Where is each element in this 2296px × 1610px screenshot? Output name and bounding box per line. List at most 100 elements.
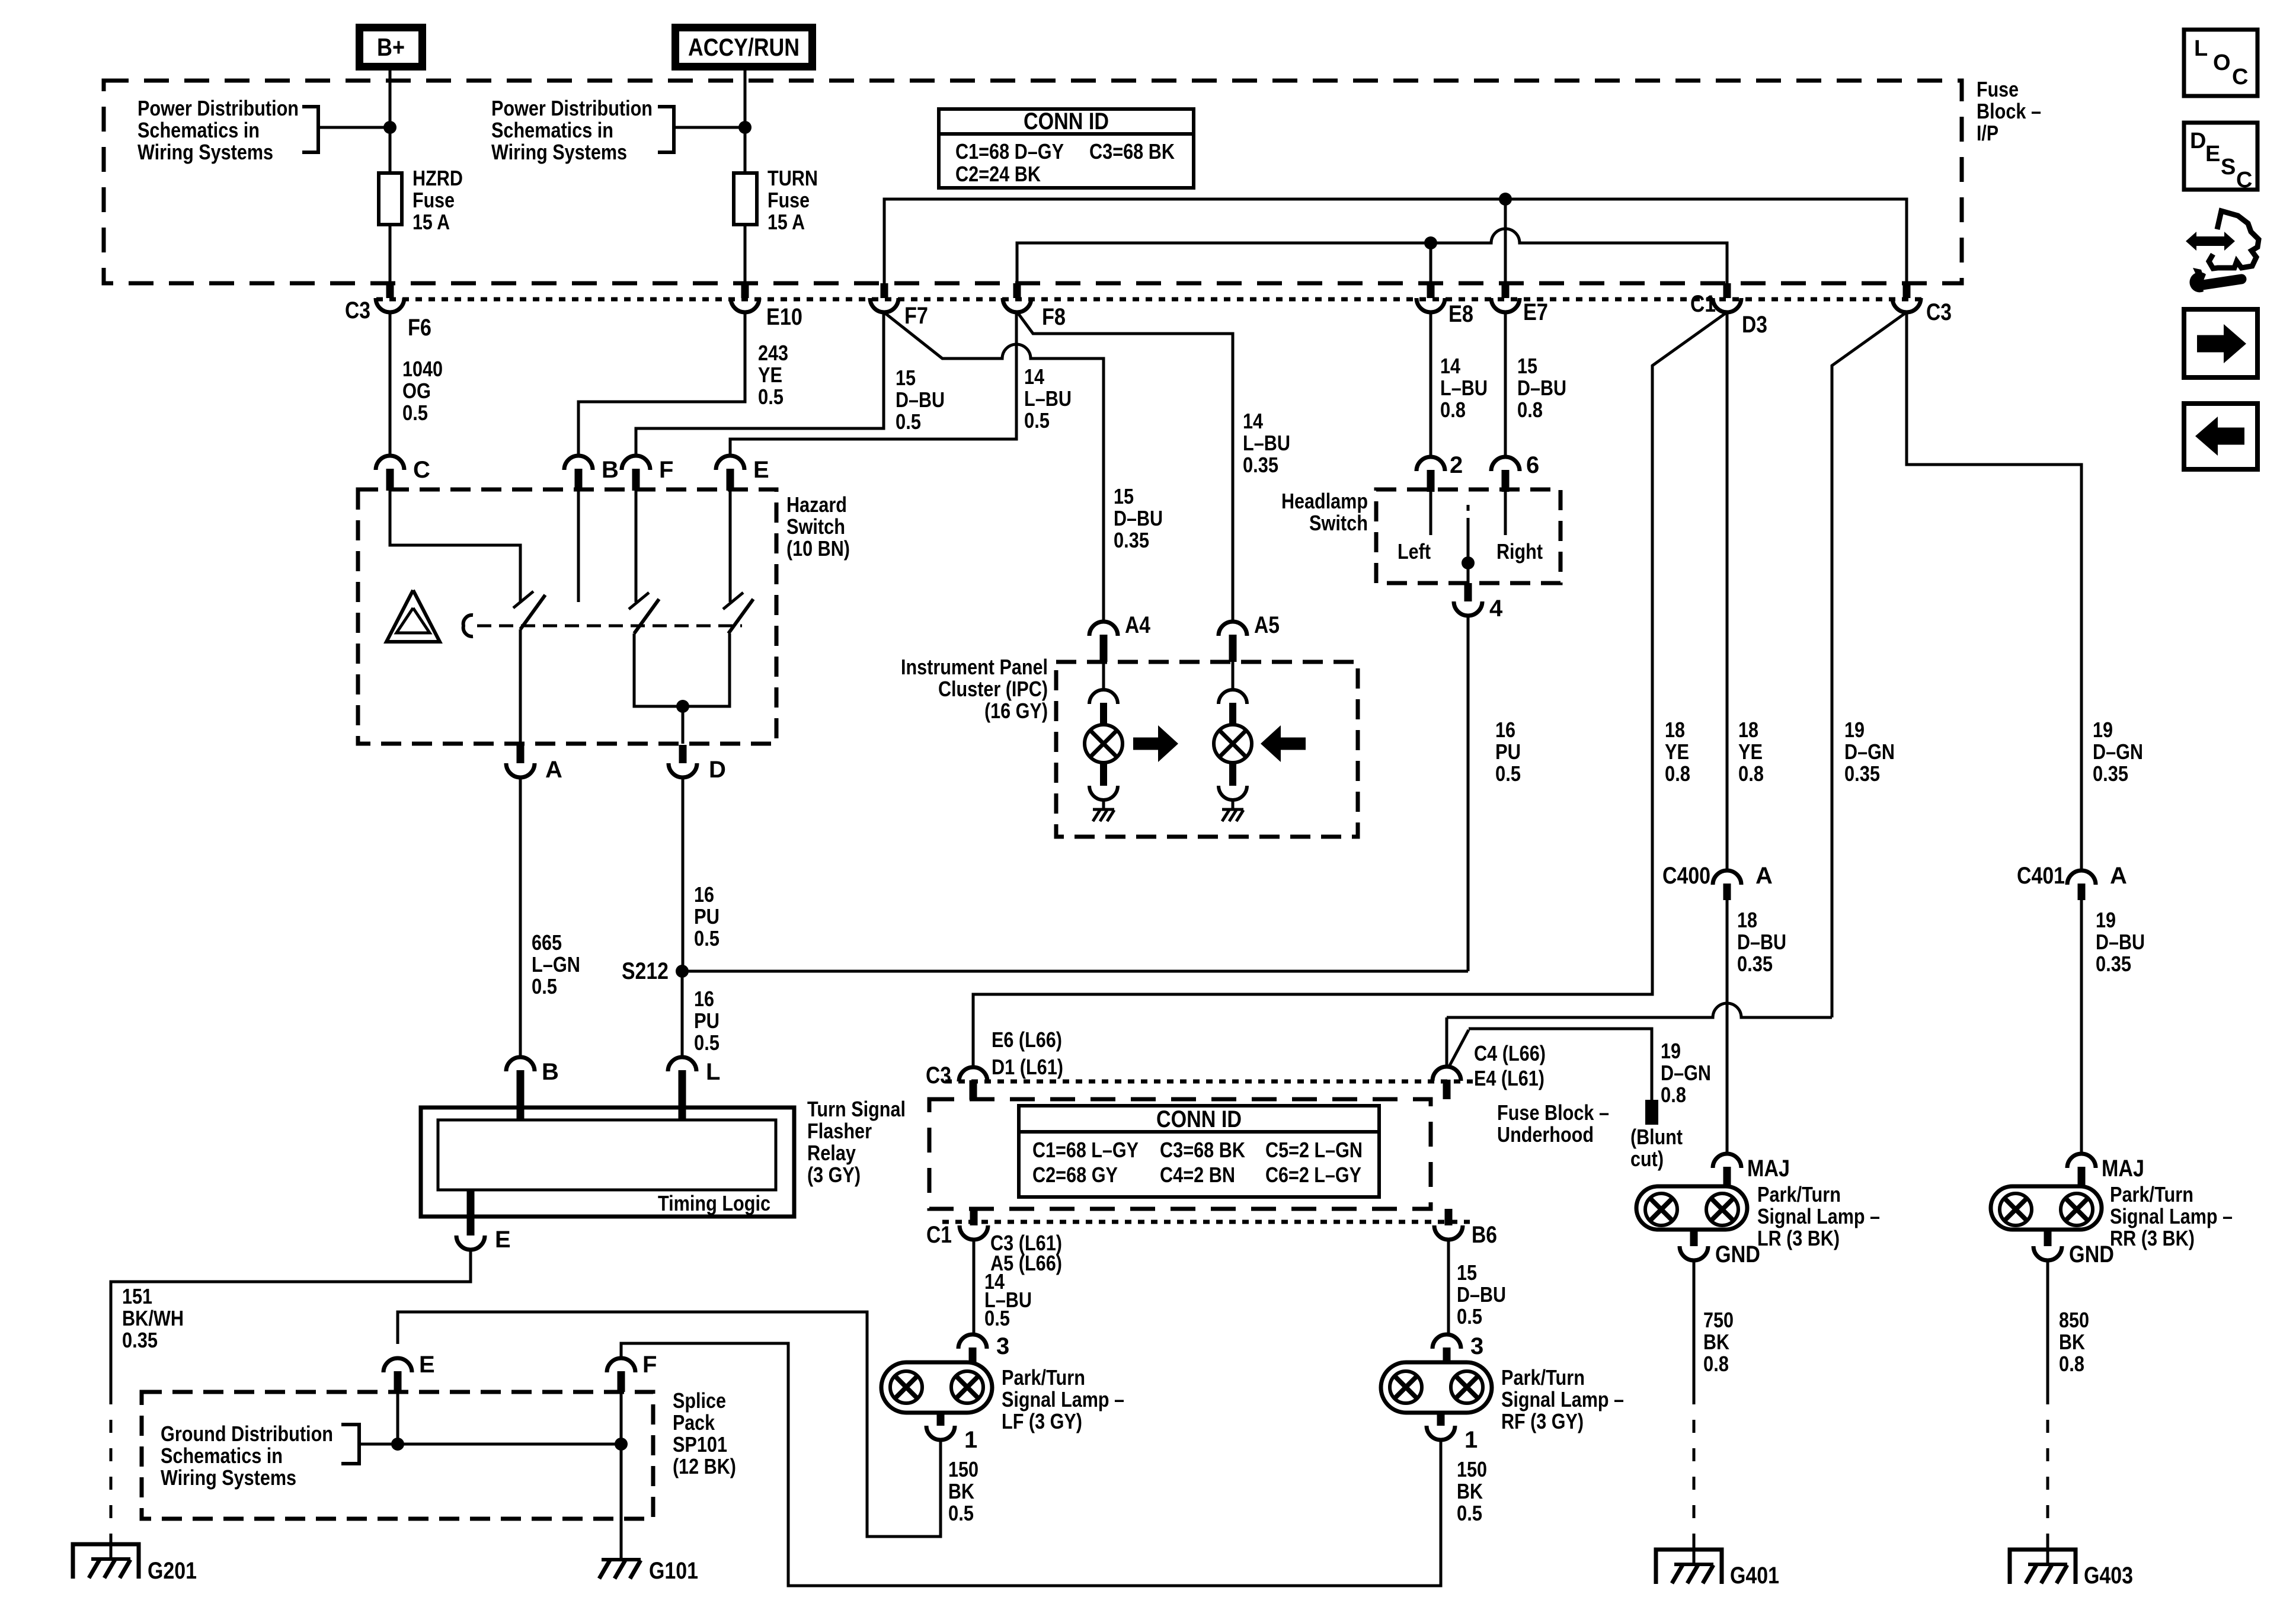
svg-text:2: 2	[1450, 452, 1463, 478]
svg-text:C3: C3	[345, 297, 370, 324]
svg-text:C1: C1	[1690, 291, 1716, 317]
svg-text:G403: G403	[2084, 1563, 2133, 1589]
svg-text:C3=68 BK: C3=68 BK	[1089, 139, 1175, 164]
svg-text:0.8: 0.8	[1661, 1083, 1686, 1107]
svg-text:CONN ID: CONN ID	[1024, 108, 1109, 135]
svg-text:4: 4	[1489, 596, 1503, 622]
svg-text:C1=68 L–GY: C1=68 L–GY	[1032, 1138, 1139, 1162]
svg-text:B: B	[542, 1059, 559, 1085]
svg-text:D: D	[2190, 129, 2206, 153]
svg-text:C: C	[2232, 65, 2248, 89]
svg-text:D: D	[709, 757, 726, 783]
svg-text:D–GN: D–GN	[2093, 740, 2143, 764]
svg-text:0.5: 0.5	[758, 385, 784, 409]
svg-text:C6=2 L–GY: C6=2 L–GY	[1265, 1163, 1361, 1187]
svg-text:Underhood: Underhood	[1497, 1122, 1594, 1147]
svg-text:Signal Lamp –: Signal Lamp –	[2110, 1204, 2233, 1228]
svg-text:Left: Left	[1398, 539, 1431, 564]
svg-text:A5 (L66): A5 (L66)	[990, 1251, 1062, 1275]
svg-text:ACCY/RUN: ACCY/RUN	[688, 33, 800, 61]
svg-text:(10 BN): (10 BN)	[786, 536, 850, 561]
svg-text:L–GN: L–GN	[532, 952, 580, 977]
svg-text:C401: C401	[2017, 863, 2065, 889]
svg-text:Power Distribution: Power Distribution	[137, 96, 299, 120]
svg-text:C: C	[2236, 168, 2252, 193]
svg-text:14: 14	[984, 1269, 1005, 1294]
svg-text:E10: E10	[766, 304, 802, 330]
svg-text:S212: S212	[622, 958, 669, 984]
svg-text:1: 1	[964, 1427, 977, 1453]
svg-text:D1 (L61): D1 (L61)	[992, 1055, 1063, 1079]
svg-text:PU: PU	[1495, 740, 1521, 764]
svg-text:14: 14	[1243, 409, 1263, 433]
svg-text:C3=68 BK: C3=68 BK	[1160, 1138, 1245, 1162]
svg-text:19: 19	[1844, 718, 1865, 742]
svg-text:GND: GND	[1715, 1241, 1760, 1267]
svg-text:MAJ: MAJ	[2102, 1156, 2144, 1182]
svg-text:A: A	[545, 757, 562, 783]
svg-text:L–BU: L–BU	[984, 1288, 1032, 1312]
svg-text:L: L	[706, 1059, 720, 1085]
svg-text:Block –: Block –	[1977, 99, 2041, 123]
svg-text:Power Distribution: Power Distribution	[491, 96, 653, 120]
svg-text:15 A: 15 A	[412, 210, 450, 234]
svg-text:HZRD: HZRD	[412, 166, 463, 190]
svg-text:Fuse: Fuse	[768, 188, 810, 212]
svg-text:YE: YE	[1738, 740, 1763, 764]
svg-text:C4 (L66): C4 (L66)	[1474, 1041, 1546, 1065]
svg-text:15 A: 15 A	[768, 210, 805, 234]
svg-text:151: 151	[122, 1284, 152, 1308]
svg-text:D–BU: D–BU	[1737, 930, 1786, 954]
svg-text:C400: C400	[1662, 863, 1710, 889]
svg-text:15: 15	[1114, 484, 1134, 508]
svg-text:E: E	[419, 1352, 435, 1378]
svg-text:C3 (L61): C3 (L61)	[990, 1231, 1062, 1255]
svg-text:G101: G101	[649, 1558, 698, 1584]
svg-text:850: 850	[2059, 1308, 2089, 1332]
svg-text:A: A	[2110, 863, 2127, 889]
svg-text:0.5: 0.5	[694, 926, 720, 950]
svg-text:D–GN: D–GN	[1844, 740, 1895, 764]
svg-text:A4: A4	[1125, 612, 1151, 638]
svg-text:LR (3 BK): LR (3 BK)	[1757, 1226, 1840, 1250]
svg-text:15: 15	[1457, 1260, 1477, 1285]
svg-text:A: A	[1755, 863, 1773, 889]
svg-text:D–BU: D–BU	[1114, 506, 1163, 530]
svg-text:14: 14	[1440, 354, 1460, 378]
svg-text:1040: 1040	[402, 357, 443, 381]
svg-text:0.5: 0.5	[1024, 408, 1050, 433]
svg-text:3: 3	[1470, 1333, 1483, 1359]
svg-text:D–BU: D–BU	[2096, 930, 2145, 954]
svg-text:D–BU: D–BU	[1517, 376, 1566, 400]
svg-text:E4 (L61): E4 (L61)	[1474, 1066, 1544, 1090]
svg-text:6: 6	[1526, 452, 1539, 478]
svg-text:0.35: 0.35	[1114, 528, 1149, 552]
svg-text:E: E	[495, 1227, 511, 1253]
svg-text:PU: PU	[694, 1009, 720, 1033]
svg-text:MAJ: MAJ	[1747, 1156, 1790, 1182]
svg-text:16: 16	[694, 987, 714, 1011]
svg-text:E: E	[753, 457, 769, 483]
svg-text:0.5: 0.5	[1495, 761, 1521, 786]
svg-text:3: 3	[996, 1333, 1009, 1359]
svg-text:Flasher: Flasher	[807, 1119, 872, 1143]
svg-text:150: 150	[948, 1457, 978, 1481]
svg-text:C3: C3	[926, 1062, 951, 1089]
svg-text:0.35: 0.35	[1844, 761, 1880, 786]
svg-text:0.35: 0.35	[122, 1328, 158, 1352]
svg-text:TURN: TURN	[768, 166, 818, 190]
svg-text:0.35: 0.35	[1737, 952, 1773, 976]
svg-text:Schematics in: Schematics in	[137, 118, 260, 142]
svg-text:C1=68 D–GY: C1=68 D–GY	[955, 139, 1064, 164]
svg-text:Schematics in: Schematics in	[491, 118, 613, 142]
svg-text:BK: BK	[948, 1479, 974, 1503]
svg-text:0.8: 0.8	[1440, 398, 1466, 422]
svg-text:B6: B6	[1472, 1222, 1497, 1248]
svg-text:E6 (L66): E6 (L66)	[992, 1028, 1062, 1052]
svg-text:(16 GY): (16 GY)	[984, 699, 1048, 723]
svg-text:C: C	[413, 457, 430, 483]
svg-text:18: 18	[1738, 718, 1758, 742]
svg-text:F6: F6	[408, 315, 431, 341]
svg-text:BK: BK	[1703, 1330, 1729, 1354]
svg-text:19: 19	[2096, 908, 2116, 932]
